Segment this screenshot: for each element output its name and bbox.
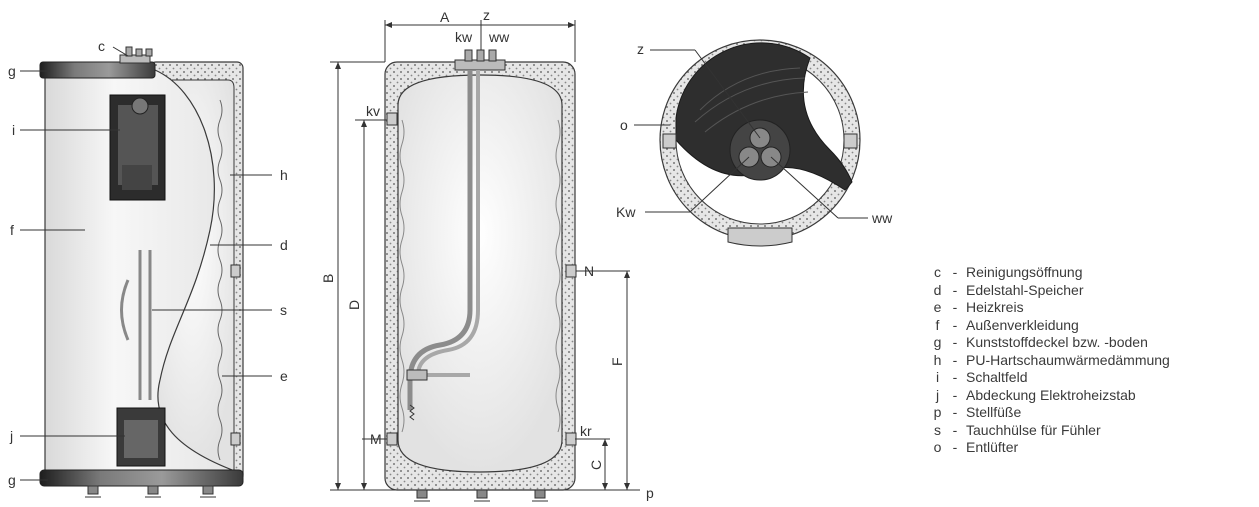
legend-item: e-Heizkreis [931, 299, 1251, 317]
top-bottom-tab [727, 227, 793, 247]
legend-item: j-Abdeckung Elektroheizstab [931, 387, 1251, 405]
label-h: h [280, 167, 288, 183]
side-heating-coil-line [217, 99, 223, 461]
legend-item: g-Kunststoffdeckel bzw. -boden [931, 334, 1251, 352]
label-D: D [346, 300, 362, 310]
side-feet [85, 485, 216, 498]
label-M: M [370, 431, 382, 447]
legend-key: s [934, 421, 941, 438]
label-d: d [280, 237, 288, 253]
legend-key: h [933, 351, 942, 368]
label-f: f [10, 222, 14, 238]
legend-text: Abdeckung Elektroheizstab [966, 386, 1136, 403]
legend-item: s-Tauchhülse für Fühler [931, 422, 1251, 440]
label-p: p [646, 485, 654, 501]
legend-separator: - [952, 421, 958, 438]
label-C: C [588, 460, 604, 470]
label-kw: kw [455, 29, 473, 45]
legend-key: j [935, 386, 940, 403]
legend-item: f-Außenverkleidung [931, 317, 1251, 335]
label-c: c [98, 38, 105, 54]
label-kr: kr [580, 423, 592, 439]
side-outer-casing [44, 69, 244, 477]
legend-separator: - [952, 316, 958, 333]
legend-separator: - [952, 386, 958, 403]
legend-separator: - [952, 281, 958, 298]
legend-separator: - [952, 264, 958, 280]
label-F: F [609, 357, 625, 366]
legend-key: e [933, 299, 942, 315]
label-z-section: z [483, 7, 490, 23]
legend-text: Kunststoffdeckel bzw. -boden [966, 334, 1148, 350]
legend-text: Tauchhülse für Fühler [966, 421, 1101, 438]
side-top-connections [119, 54, 151, 64]
legend-separator: - [952, 299, 958, 315]
legend-item: h-PU-Hartschaumwärmedämmung [931, 352, 1251, 370]
label-g-top: g [8, 63, 16, 79]
label-e: e [280, 368, 288, 384]
legend-separator: - [952, 334, 958, 350]
cross-section-view: A z kw ww kv B D N F M kr C p [320, 7, 654, 502]
label-A: A [440, 9, 450, 25]
label-o: o [620, 117, 628, 133]
legend-text: Außenverkleidung [966, 316, 1079, 333]
legend-separator: - [952, 404, 958, 420]
legend-text: Stellfüße [966, 404, 1022, 420]
label-j: j [9, 428, 13, 444]
legend-text: Reinigungsöffnung [966, 264, 1083, 280]
legend-item: c-Reinigungsöffnung [931, 264, 1251, 282]
label-z-top: z [637, 41, 644, 57]
side-sensor-sleeve [138, 250, 152, 400]
legend-key: i [935, 369, 940, 385]
label-Kw: Kw [616, 204, 636, 220]
section-coldwater-pipe [407, 70, 473, 410]
side-top-cap [39, 61, 156, 79]
label-ww: ww [488, 29, 510, 45]
label-g-bottom: g [8, 472, 16, 488]
label-i: i [12, 122, 15, 138]
legend-text: PU-Hartschaumwärmedämmung [966, 351, 1170, 368]
legend-key: d [933, 281, 942, 298]
label-ww-top: ww [871, 210, 893, 226]
legend-key: p [933, 404, 942, 420]
legend-key: c [934, 264, 941, 280]
legend-text: Schaltfeld [966, 369, 1028, 385]
side-coil-curve [120, 279, 130, 341]
side-view: c g i h f d s e j g [8, 38, 288, 498]
side-bottom-cap [39, 469, 244, 487]
legend-key: f [935, 316, 940, 333]
legend-text: Heizkreis [966, 299, 1024, 315]
legend-item: p-Stellfüße [931, 404, 1251, 422]
label-N: N [584, 263, 594, 279]
legend-item: o-Entlüfter [931, 439, 1251, 457]
legend-separator: - [952, 439, 958, 455]
label-kv: kv [366, 103, 380, 119]
top-view: z o Kw ww [616, 39, 893, 247]
label-s: s [280, 302, 287, 318]
legend-key: g [933, 334, 942, 350]
label-B: B [320, 274, 336, 283]
legend-separator: - [952, 369, 958, 385]
legend-text: Entlüfter [966, 439, 1019, 455]
legend-item: d-Edelstahl-Speicher [931, 282, 1251, 300]
legend-separator: - [952, 351, 958, 368]
legend-item: i-Schaltfeld [931, 369, 1251, 387]
legend-key: o [933, 439, 942, 455]
legend-text: Edelstahl-Speicher [966, 281, 1084, 298]
